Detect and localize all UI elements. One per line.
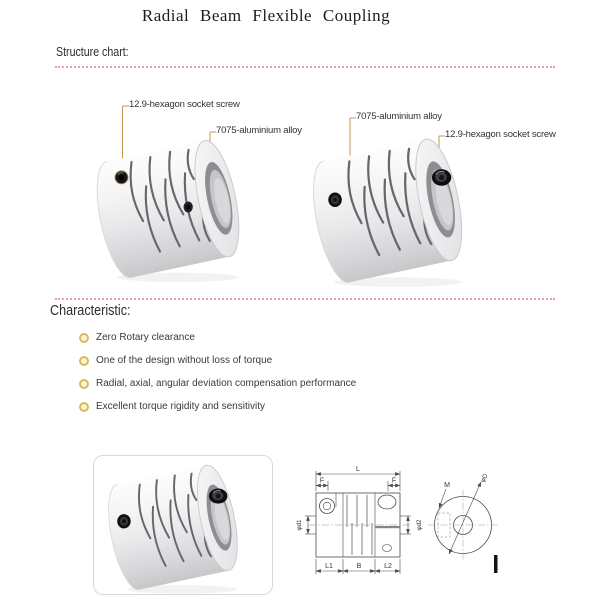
product-photo-box [93,455,273,595]
list-item: One of the design without loss of torque [79,354,356,367]
front-view [428,481,498,560]
dim-label-bore-right: φd2 [416,519,423,531]
list-item-label: One of the design without loss of torque [96,355,273,366]
side-view [308,492,410,558]
hex-socket-screw-icon [328,192,342,208]
dotted-divider-top [55,66,555,68]
list-item-label: Radial, axial, angular deviation compens… [96,378,357,389]
bullet-icon [79,401,89,412]
dim-label-beam: B [357,563,362,570]
list-item: Excellent torque rigidity and sensitivit… [79,400,356,413]
side-view-dimensions [305,471,411,574]
structure-section-heading: Structure chart: [56,45,129,59]
list-item-label: Zero Rotary clearance [96,332,195,343]
dotted-divider-characteristic [55,298,555,300]
i-beam-mark [494,555,498,573]
dim-label-hub-left: L1 [325,563,333,570]
coupling-photo-right [306,126,490,291]
dim-label-length: L [356,466,360,473]
dim-label-bore-left: φd1 [296,519,303,531]
callout-label-right-screw: 12.9-hexagon socket screw [445,129,556,140]
list-item: Zero Rotary clearance [79,331,356,344]
hex-socket-screw-icon [431,169,452,186]
hex-socket-screw-icon [208,488,228,504]
list-item-label: Excellent torque rigidity and sensitivit… [96,401,265,412]
dim-label-hub-right: L2 [384,563,392,570]
callout-label-left-screw: 12.9-hexagon socket screw [129,99,240,110]
dim-label-screw-thread: M [444,482,450,489]
hex-socket-screw-icon [114,170,129,185]
dim-label-outer-diameter: φD [479,472,489,483]
coupling-photo-left [90,128,266,286]
callout-label-right-alloy: 7075-aluminium alloy [356,111,442,122]
hex-socket-screw-icon [117,514,131,529]
screw-hole-icon [183,201,193,213]
coupling-body [90,137,247,282]
coupling-body [306,135,471,287]
bullet-icon [79,378,89,389]
coupling-photo-bottom [102,454,262,597]
technical-drawing: L F F φd1 φd2 L1 B L2 M φD [296,466,498,574]
characteristic-section-heading: Characteristic: [50,302,131,319]
dim-label-flange-right: F [392,478,396,485]
bullet-icon [79,332,89,343]
list-item: Radial, axial, angular deviation compens… [79,377,356,390]
page-title: Radial Beam Flexible Coupling [141,6,391,25]
bullet-icon [79,355,89,366]
dim-label-flange-left: F [320,478,324,485]
characteristic-list: Zero Rotary clearance One of the design … [79,331,356,423]
callout-label-left-alloy: 7075-aluminium alloy [216,125,302,136]
